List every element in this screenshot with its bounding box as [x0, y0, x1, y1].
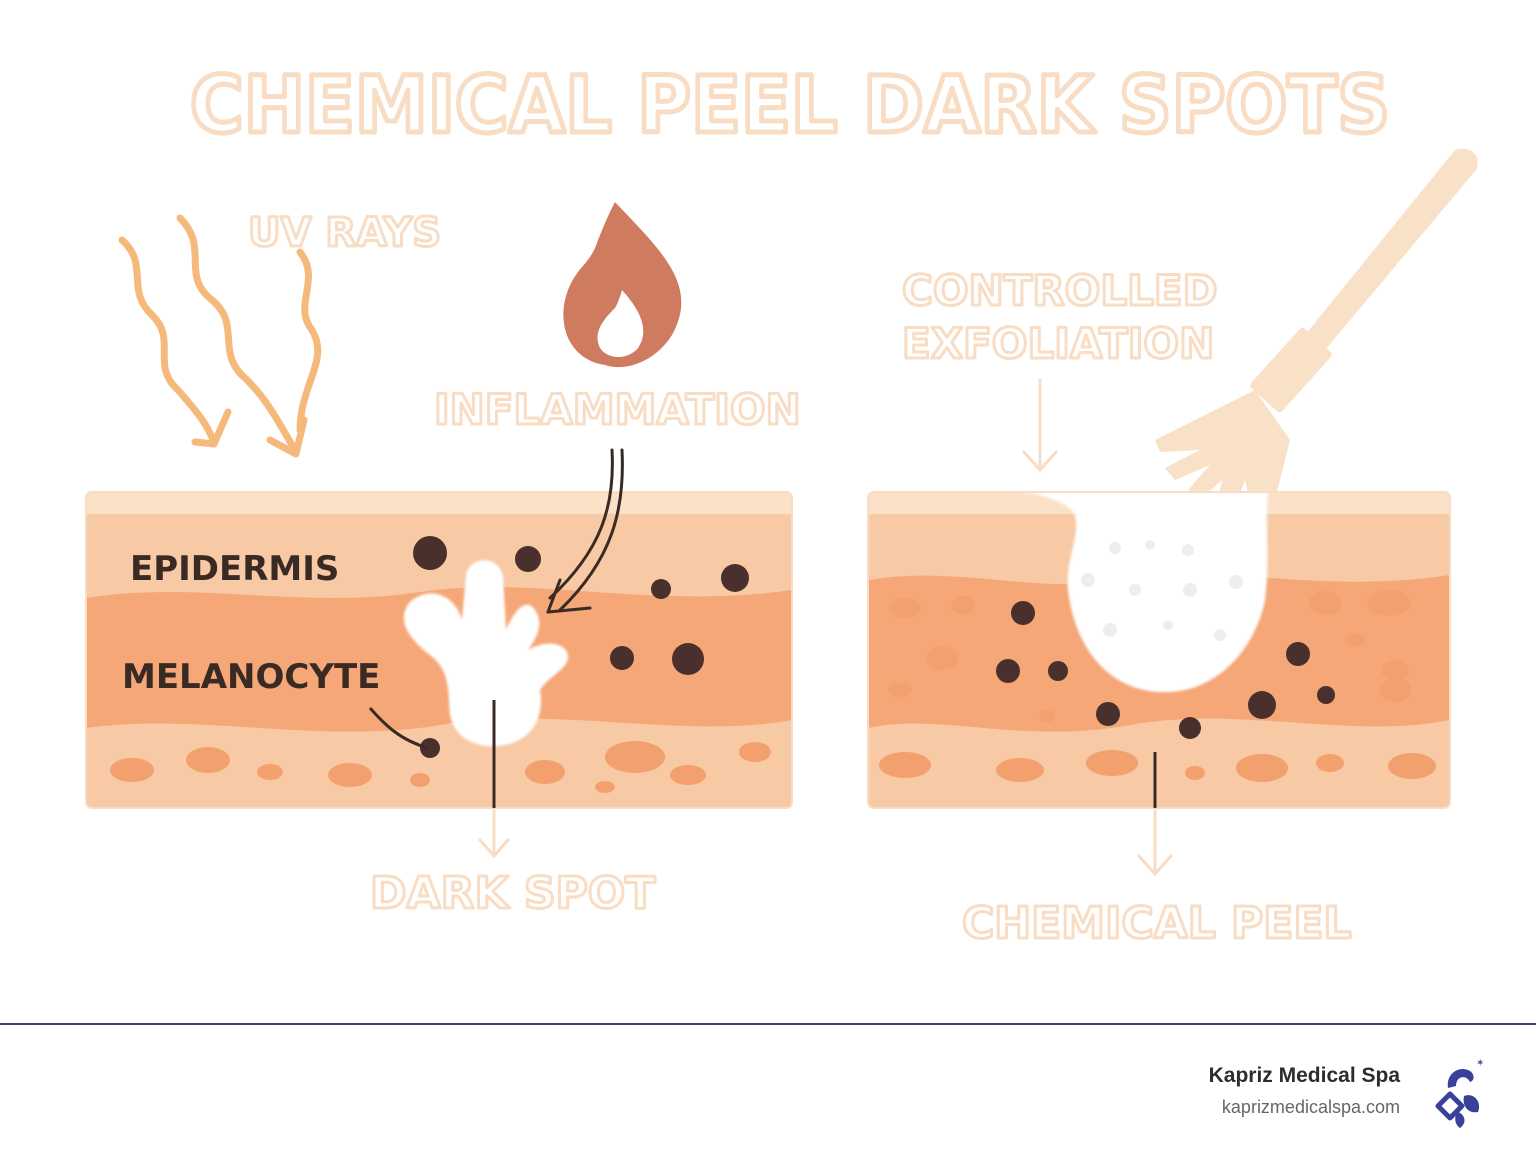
controlled-exfoliation-label-2: EXFOLIATION [902, 319, 1214, 368]
skin-panel-left [86, 492, 792, 808]
inflammation-arrow [546, 448, 624, 614]
melanocyte-pointer [368, 707, 429, 750]
flame-icon [563, 202, 682, 368]
down-arrow-icon [1137, 808, 1173, 877]
brand-block: Kapriz Medical Spa kaprizmedicalspa.com [1209, 1064, 1400, 1118]
controlled-exfoliation-label-1: CONTROLLED [902, 266, 1217, 315]
dark-spot-label: DARK SPOT [370, 868, 655, 919]
down-arrow-icon [478, 808, 510, 859]
footer-divider [0, 1023, 1536, 1025]
uv-wave-arrow-icon [118, 236, 218, 446]
brand-name: Kapriz Medical Spa [1208, 1064, 1400, 1087]
diagram-title: CHEMICAL PEEL DARK SPOTS [190, 61, 1390, 151]
uv-wave-arrow-icon [191, 408, 232, 448]
uv-rays-label: UV RAYS [248, 210, 441, 256]
epidermis-label: EPIDERMIS [130, 549, 339, 589]
inflammation-label: INFLAMMATION [434, 385, 801, 434]
logo-icon: ✶ [1435, 1058, 1484, 1128]
peel-crater [1020, 492, 1268, 693]
melanocyte-label: MELANOCYTE [122, 657, 380, 697]
uv-wave-arrow-icon [176, 214, 300, 456]
skin-panel-left-border [85, 491, 793, 809]
uv-rays-group [118, 214, 322, 458]
chemical-peel-label: CHEMICAL PEEL [962, 898, 1351, 949]
svg-text:✶: ✶ [1476, 1058, 1484, 1069]
brand-url: kaprizmedicalspa.com [1221, 1097, 1400, 1117]
uv-wave-arrow-icon [296, 248, 322, 434]
skin-panel-right-border [867, 491, 1451, 809]
skin-diagram: CHEMICAL PEEL DARK SPOTS UV RAYS INFLAMM… [85, 59, 1478, 951]
down-arrow-icon [1022, 378, 1058, 473]
peel-particles [1081, 540, 1243, 641]
